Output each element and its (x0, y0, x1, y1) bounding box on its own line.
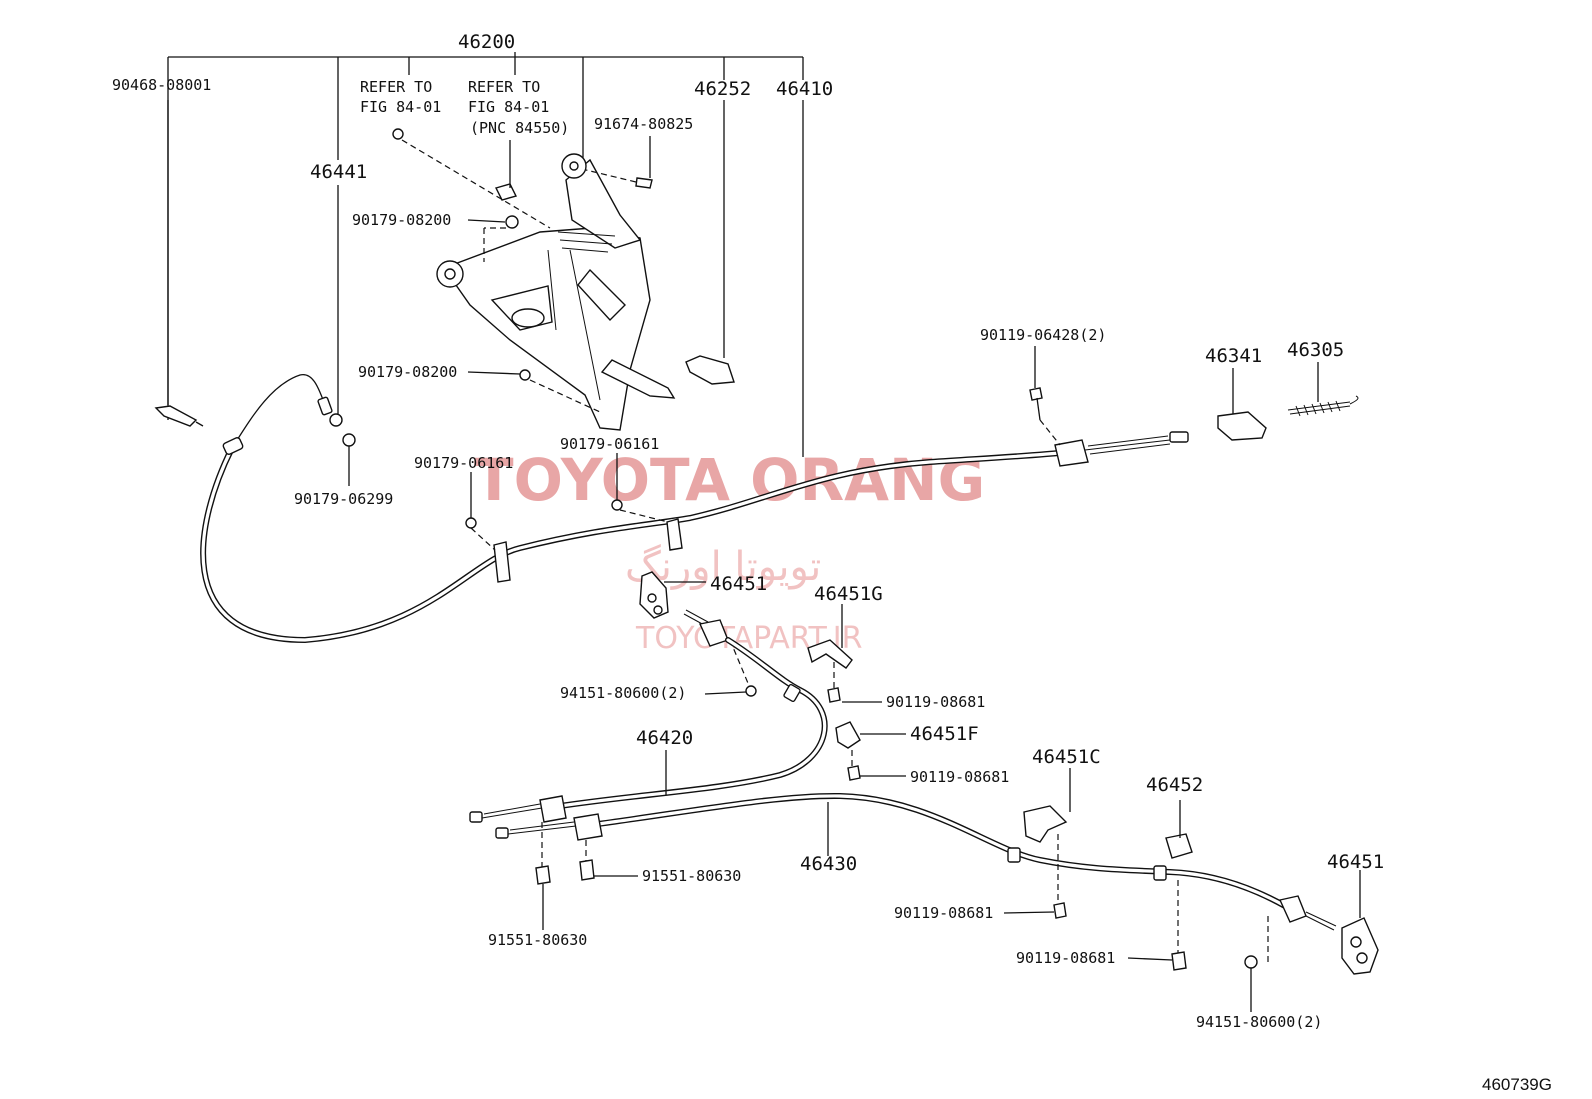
pedal-fasteners (392, 128, 653, 413)
label-46420: 46420 (636, 727, 693, 749)
label-90179-08200-lower: 90179-08200 (358, 363, 457, 381)
label-90119-08681-d: 90119-08681 (1016, 949, 1115, 967)
nut-90179-06299 (342, 433, 356, 447)
rear-cable-46430 (495, 792, 1337, 931)
label-90179-08200-upper: 90179-08200 (352, 211, 451, 229)
pedal-pad-46252 (685, 355, 735, 385)
front-cable-46410 (200, 373, 1189, 644)
label-46451g: 46451G (814, 583, 883, 605)
leader-lines (167, 100, 1319, 1012)
nut-46441 (329, 413, 343, 427)
label-46452: 46452 (1146, 774, 1203, 796)
label-90119-08681-a: 90119-08681 (886, 693, 985, 711)
label-46200: 46200 (458, 31, 515, 53)
label-91551-80630-lower: 91551-80630 (488, 931, 587, 949)
nut-94151-80600-right (1244, 955, 1258, 969)
bolt-90119-08681-b (847, 765, 861, 781)
clamp-46452 (1165, 833, 1193, 859)
refer-note-left-line2: FIG 84-01 (360, 98, 441, 116)
label-90179-06299: 90179-06299 (294, 490, 393, 508)
bracket-46451g (807, 639, 853, 669)
label-90179-06161-right: 90179-06161 (560, 435, 659, 453)
label-46305: 46305 (1287, 339, 1344, 361)
spring-46305 (1287, 395, 1359, 417)
bracket-46451f (835, 721, 861, 749)
bolt-90119-08681-d (1171, 951, 1187, 971)
refer-note-right-line2: FIG 84-01 (468, 98, 549, 116)
nut-90179-06161-right (611, 499, 623, 511)
label-90468-08001: 90468-08001 (112, 76, 211, 94)
label-46341: 46341 (1205, 345, 1262, 367)
label-46451f: 46451F (910, 723, 979, 745)
label-46410: 46410 (776, 78, 833, 100)
refer-note-right-line3: (PNC 84550) (470, 119, 569, 137)
label-46252: 46252 (694, 78, 751, 100)
label-90179-06161-left: 90179-06161 (414, 454, 513, 472)
label-46451-left: 46451 (710, 573, 767, 595)
nut-90179-06161-left (465, 517, 477, 529)
label-90119-06428: 90119-06428(2) (980, 326, 1106, 344)
part-labels: 46200 90468-08001 REFER TO FIG 84-01 REF… (112, 31, 1552, 1094)
watermark: TOYOTA ORANG تویوتا اورنگ TOYOTAPART.IR (474, 446, 985, 656)
label-94151-80600-left: 94151-80600(2) (560, 684, 686, 702)
label-46441: 46441 (310, 161, 367, 183)
label-90119-08681-b: 90119-08681 (910, 768, 1009, 786)
label-46451-right: 46451 (1327, 851, 1384, 873)
label-94151-80600-right: 94151-80600(2) (1196, 1013, 1322, 1031)
bolts-91551-80630 (535, 822, 595, 930)
bracket-46451c (1023, 805, 1068, 843)
clip-90468-08001 (154, 405, 198, 427)
parking-brake-pedal-assembly (436, 153, 676, 431)
figure-code: 460739G (1482, 1075, 1552, 1094)
nut-94151-80600-left (745, 685, 757, 697)
refer-note-left-line1: REFER TO (360, 78, 432, 96)
refer-note-right-line1: REFER TO (468, 78, 540, 96)
label-46451c: 46451C (1032, 746, 1101, 768)
label-46430: 46430 (800, 853, 857, 875)
bolt-90119-06428 (1029, 387, 1061, 446)
bolt-90119-08681-c (1053, 902, 1067, 919)
rear-cable-46420 (469, 637, 828, 823)
equalizer-46341 (1217, 411, 1267, 441)
label-91551-80630-right: 91551-80630 (642, 867, 741, 885)
watermark-brand: TOYOTA ORANG (474, 446, 985, 514)
bolt-90119-08681-a (827, 687, 841, 703)
label-90119-08681-c: 90119-08681 (894, 904, 993, 922)
label-91674-80825: 91674-80825 (594, 115, 693, 133)
